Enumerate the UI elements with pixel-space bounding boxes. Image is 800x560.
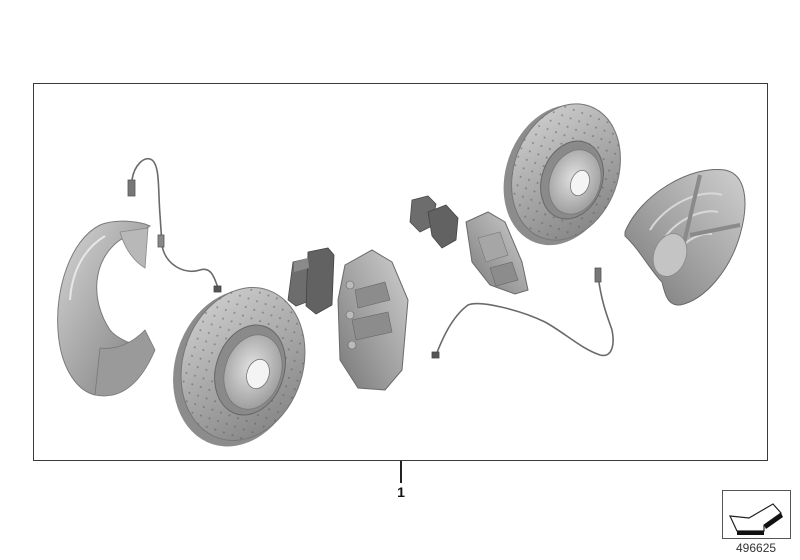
return-button[interactable] (722, 490, 791, 539)
front-brake-pads[interactable] (287, 247, 335, 315)
diagram-id: 496625 (736, 541, 777, 555)
return-arrow-icon (729, 503, 783, 535)
diagram-frame (33, 83, 768, 461)
rear-brake-shield[interactable] (624, 168, 746, 306)
rear-brake-caliper[interactable] (465, 211, 529, 295)
callout-leader-line (400, 461, 402, 483)
rear-brake-disc[interactable] (485, 88, 639, 261)
front-brake-shield-left[interactable] (57, 220, 156, 397)
front-brake-caliper[interactable] (337, 249, 409, 391)
rear-wear-sensor[interactable] (431, 267, 614, 359)
callout-number[interactable]: 1 (397, 484, 405, 500)
front-wear-sensor[interactable] (127, 158, 222, 293)
front-brake-disc[interactable] (153, 271, 324, 463)
rear-brake-pads[interactable] (409, 195, 459, 249)
